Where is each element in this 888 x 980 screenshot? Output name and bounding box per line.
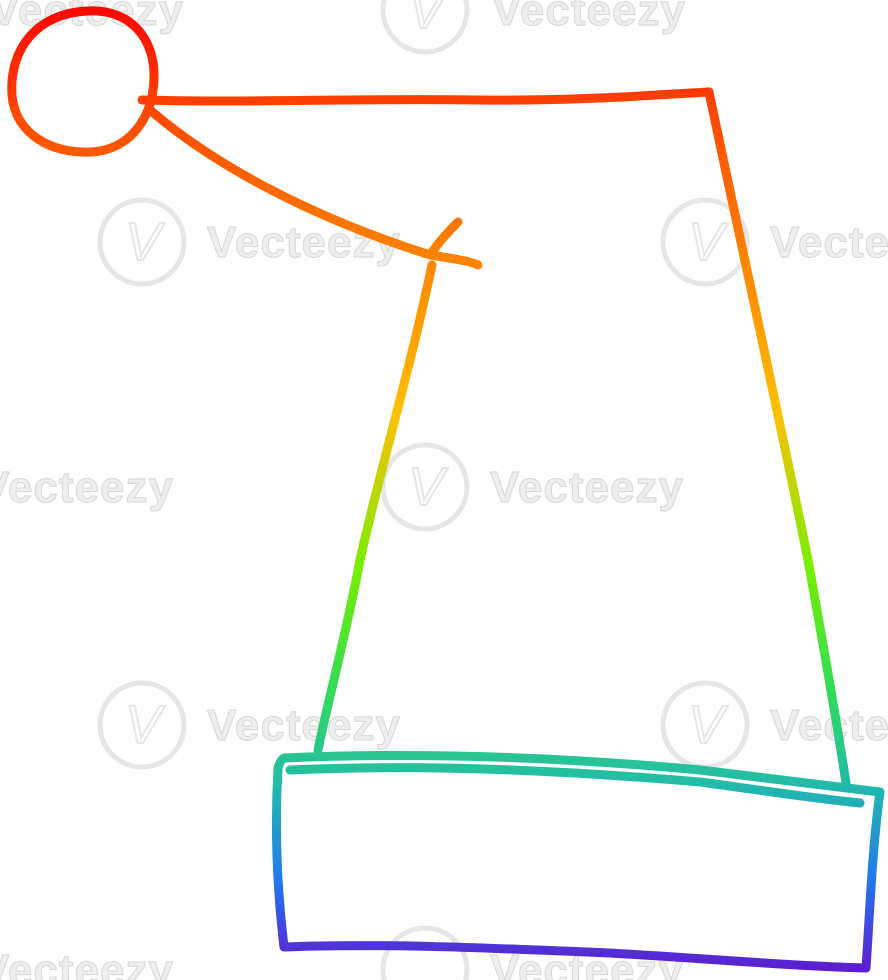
watermark-row-2: V Vecteezy V Vecteezy	[97, 197, 888, 287]
hat-brim-inner-line	[285, 763, 865, 808]
hat-fold-diagonal	[145, 105, 435, 260]
watermark-logo-glyph: V	[688, 695, 729, 755]
watermark-logo-glyph: V	[125, 695, 166, 755]
watermark-logo-icon	[380, 0, 470, 55]
watermark-text: Vecteezy	[492, 0, 686, 35]
watermark-row-bottom: Vecteezy Vecteezy	[0, 925, 683, 980]
watermark-logo-icon	[97, 197, 187, 287]
hat-pompom	[7, 6, 159, 157]
watermark-text: Vecteezy	[0, 463, 174, 512]
watermark-text: Vecteezy	[0, 946, 174, 980]
watermark-logo-icon	[380, 925, 470, 980]
hat-left-edge	[313, 260, 437, 755]
watermark-logo-glyph: V	[408, 457, 449, 517]
watermark-logo-glyph: V	[408, 0, 449, 40]
watermark-text: Vecteezy	[770, 701, 888, 750]
watermark-text: Vecteezy	[0, 0, 184, 35]
watermark-row-4: V Vecteezy V Vecteezy	[97, 680, 888, 770]
hat-brim	[271, 750, 885, 973]
watermark-text: Vecteezy	[770, 218, 888, 267]
watermark-text: Vecteezy	[207, 218, 401, 267]
watermark-logo-icon	[97, 680, 187, 770]
watermark-logo-icon	[660, 197, 750, 287]
watermark-text: Vecteezy	[207, 701, 401, 750]
hat-fold-tip	[425, 217, 483, 270]
watermark-row-3: Vecteezy V Vecteezy	[0, 442, 684, 532]
watermark-text: Vecteezy	[490, 463, 684, 512]
hat-top-edge	[137, 87, 714, 106]
watermark-logo-icon	[380, 442, 470, 532]
hat-right-edge	[704, 87, 851, 788]
watermark-logo-glyph: V	[125, 212, 166, 272]
watermark-logo-glyph: V	[688, 212, 729, 272]
santa-hat-drawing	[7, 6, 885, 973]
